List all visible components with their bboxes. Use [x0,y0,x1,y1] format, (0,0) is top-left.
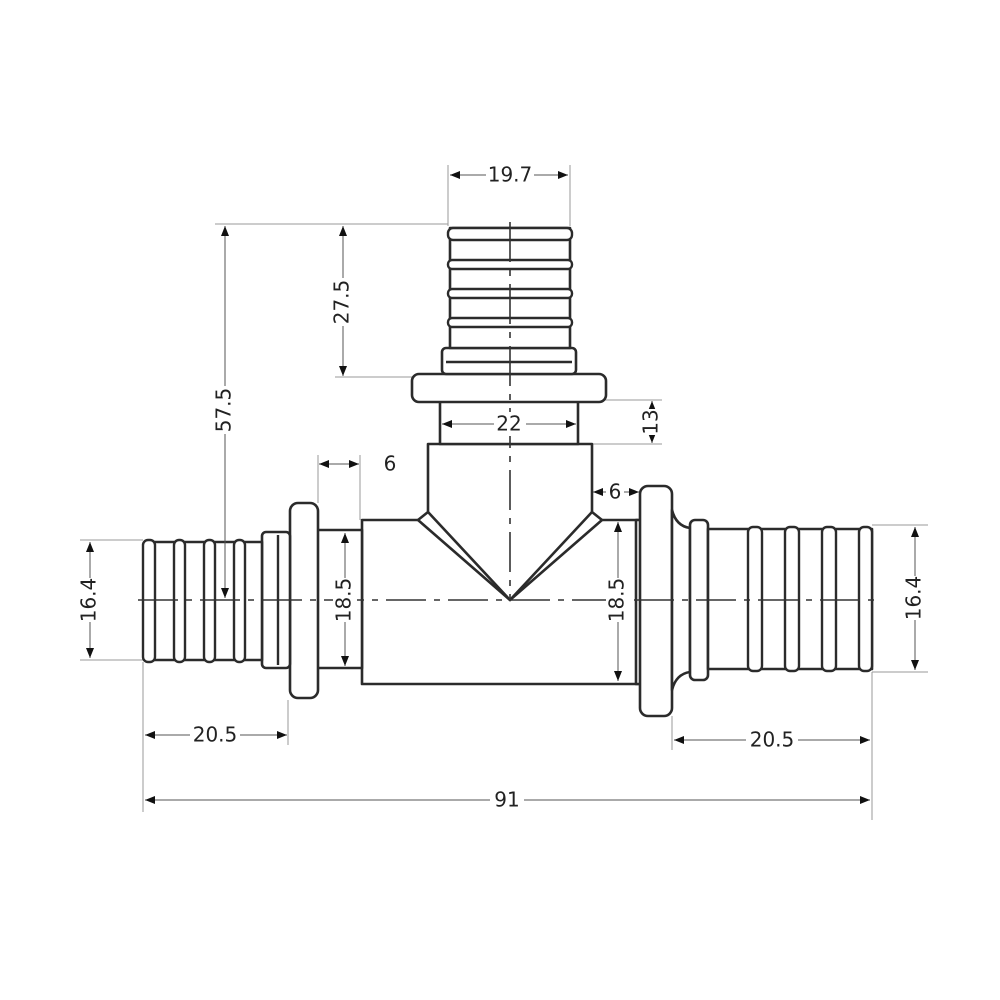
extension-lines [80,165,928,820]
dim-left-gap: 6 [384,452,397,476]
center-lines [138,222,880,601]
dimension-labels: 19.7 27.5 57.5 22 13 6 6 16.4 18.5 18.5 … [77,163,927,812]
dim-right-gap: 6 [609,480,622,504]
dim-top-width: 19.7 [488,163,533,187]
dim-right-barb-length: 20.5 [750,728,795,752]
dim-left-barb-length: 20.5 [193,723,238,747]
dim-right-body-dia: 18.5 [605,578,629,623]
dim-neck-width: 22 [496,412,521,436]
fitting-body [141,226,874,718]
dim-right-barb-dia: 16.4 [902,576,926,621]
dim-neck-height: 13 [639,409,663,434]
dim-left-body-dia: 18.5 [332,578,356,623]
dim-total-height: 57.5 [212,388,236,433]
dim-top-length: 27.5 [330,280,354,325]
dim-left-barb-dia: 16.4 [77,578,101,623]
dim-total-length: 91 [494,788,519,812]
